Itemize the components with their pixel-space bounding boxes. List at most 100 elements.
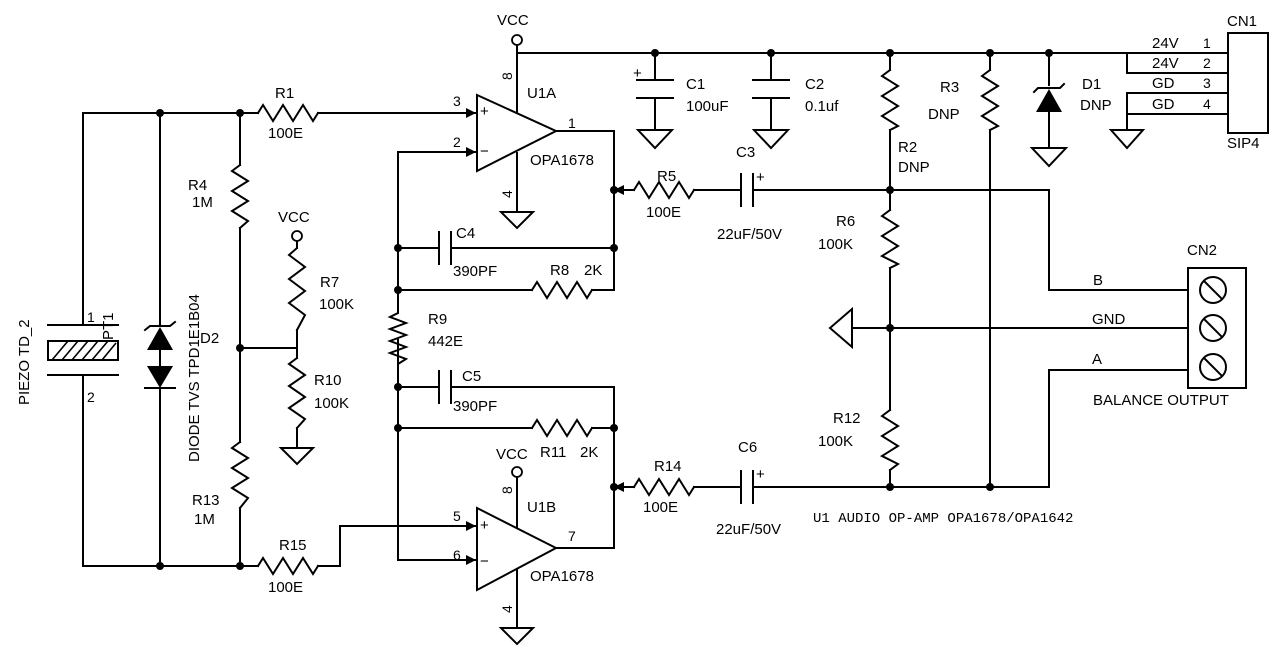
r11-label: R11 [540, 444, 566, 461]
cn1-net-gd-4: GD [1152, 96, 1175, 113]
d1-label: D1 [1082, 76, 1101, 93]
u1b-pin8: 8 [499, 486, 515, 494]
r3-label: R3 [940, 79, 959, 96]
net-gnd-label: GND [1092, 311, 1126, 328]
r8-label: R8 [550, 262, 569, 279]
cn1-net-24v-2: 24V [1152, 55, 1179, 72]
d1-value: DNP [1080, 97, 1112, 114]
c1-value: 100uF [686, 98, 729, 115]
u1a-pin1: 1 [568, 115, 576, 131]
r8-value: 2K [584, 262, 602, 279]
u1a-part: OPA1678 [530, 152, 594, 169]
u1a-pin8: 8 [499, 72, 515, 80]
r13-value: 1M [194, 511, 215, 528]
r5-label: R5 [657, 168, 676, 185]
c1-plus: + [633, 65, 642, 82]
u1b-label: U1B [527, 499, 556, 516]
u1b-pin4: 4 [499, 605, 515, 613]
vcc-bot-terminal [511, 466, 523, 478]
r6-value: 100K [818, 236, 853, 253]
c5-value: 390PF [453, 398, 497, 415]
piezo-name-label: PIEZO TD_2 [16, 319, 33, 405]
tvs-diode-d2 [143, 320, 177, 389]
cn1-net-24v-1: 24V [1152, 35, 1179, 52]
cn1-pin2: 2 [1203, 55, 1211, 71]
junctions [156, 49, 1053, 570]
r10-value: 100K [314, 395, 349, 412]
diode-tvs-label: DIODE TVS TPD1E1B04 [186, 294, 203, 462]
c4-label: C4 [456, 225, 475, 242]
r7-label: R7 [320, 274, 339, 291]
c6-value: 22uF/50V [716, 521, 781, 538]
r2-label: R2 [898, 139, 917, 156]
r11-value: 2K [580, 444, 598, 461]
c3-value: 22uF/50V [717, 226, 782, 243]
cn1-pin4: 4 [1203, 96, 1211, 112]
c4-value: 390PF [453, 263, 497, 280]
r4-value: 1M [192, 194, 213, 211]
capacitors [438, 79, 790, 504]
r2-value: DNP [898, 159, 930, 176]
c6-label: C6 [738, 439, 757, 456]
u1b-minus: − [480, 553, 489, 570]
c2-value: 0.1uf [805, 98, 839, 115]
r12-value: 100K [818, 433, 853, 450]
c3-plus: + [756, 169, 765, 186]
op-amp-note: U1 AUDIO OP-AMP OPA1678/OPA1642 [813, 511, 1073, 527]
cn1-body [1227, 32, 1269, 134]
vcc-mid-label: VCC [278, 209, 310, 226]
ground-symbols [278, 129, 1146, 646]
r5-value: 100E [646, 204, 681, 221]
pt1-pin1: 1 [87, 309, 95, 325]
cn1-pin3: 3 [1203, 75, 1211, 91]
r1-label: R1 [275, 85, 294, 102]
u1b-pin5: 5 [453, 508, 461, 524]
piezo-pt1 [47, 324, 119, 376]
u1a-plus: + [480, 103, 489, 120]
vcc-mid-terminal [291, 230, 303, 242]
r15-label: R15 [279, 537, 307, 554]
r6-label: R6 [836, 213, 855, 230]
vcc-top-label: VCC [497, 12, 529, 29]
resistors [230, 68, 1001, 576]
vcc-bot-label: VCC [496, 446, 528, 463]
u1b-part: OPA1678 [530, 568, 594, 585]
r9-label: R9 [428, 311, 447, 328]
c2-label: C2 [805, 76, 824, 93]
cn2-terminal-block [1187, 267, 1247, 389]
cn1-label: CN1 [1227, 13, 1257, 30]
pt1-label: PT1 [100, 312, 117, 340]
c5-label: C5 [462, 368, 481, 385]
cn1-pin1: 1 [1203, 35, 1211, 51]
balance-output-label: BALANCE OUTPUT [1093, 392, 1229, 409]
u1b-pin6: 6 [453, 547, 461, 563]
u1a-minus: − [480, 143, 489, 160]
pt1-pin2: 2 [87, 389, 95, 405]
cn2-label: CN2 [1187, 242, 1217, 259]
u1a-label: U1A [527, 85, 556, 102]
c1-label: C1 [686, 76, 705, 93]
r10-label: R10 [314, 372, 342, 389]
r15-value: 100E [268, 579, 303, 596]
r9-value: 442E [428, 333, 463, 350]
r12-label: R12 [833, 410, 861, 427]
vcc-top-terminal [511, 34, 523, 46]
u1a-pin4: 4 [499, 190, 515, 198]
r3-value: DNP [928, 106, 960, 123]
r14-value: 100E [643, 499, 678, 516]
u1b-pin7: 7 [568, 528, 576, 544]
c6-plus: + [756, 466, 765, 483]
cn1-net-gd-3: GD [1152, 75, 1175, 92]
c3-label: C3 [736, 144, 755, 161]
cn1-type: SIP4 [1227, 135, 1260, 152]
input-arrows [466, 108, 624, 565]
r14-label: R14 [654, 458, 682, 475]
net-a-label: A [1092, 351, 1102, 368]
r13-label: R13 [192, 492, 220, 509]
r1-value: 100E [268, 125, 303, 142]
net-b-label: B [1093, 272, 1103, 289]
u1a-pin3: 3 [453, 93, 461, 109]
zener-d1 [1032, 82, 1066, 112]
u1b-plus: + [480, 517, 489, 534]
r4-label: R4 [188, 177, 207, 194]
